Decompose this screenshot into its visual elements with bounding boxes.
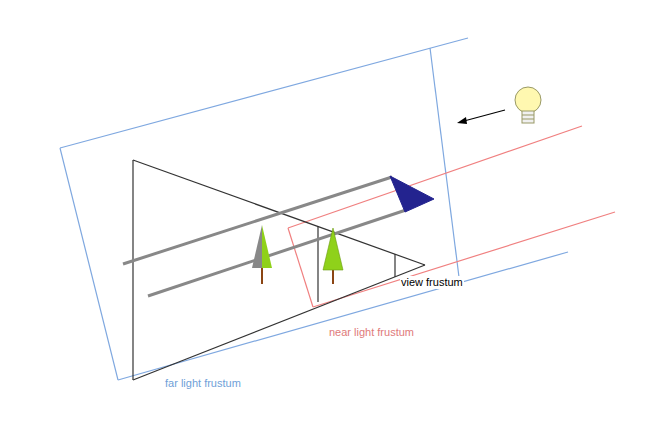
light-bulb bbox=[515, 87, 541, 123]
view-frustum bbox=[133, 160, 425, 380]
light-direction-arrow bbox=[457, 110, 505, 124]
far-light-frustum bbox=[60, 38, 568, 380]
lit-tree bbox=[323, 228, 343, 284]
shadowed-tree bbox=[252, 225, 272, 284]
view-frustum-label: view frustum bbox=[400, 276, 464, 289]
near-light-frustum bbox=[288, 126, 615, 307]
shadow-caster bbox=[390, 176, 434, 212]
far-frustum-label: far light frustum bbox=[164, 377, 242, 390]
light-rays bbox=[123, 177, 406, 296]
near-frustum-label: near light frustum bbox=[328, 326, 415, 339]
